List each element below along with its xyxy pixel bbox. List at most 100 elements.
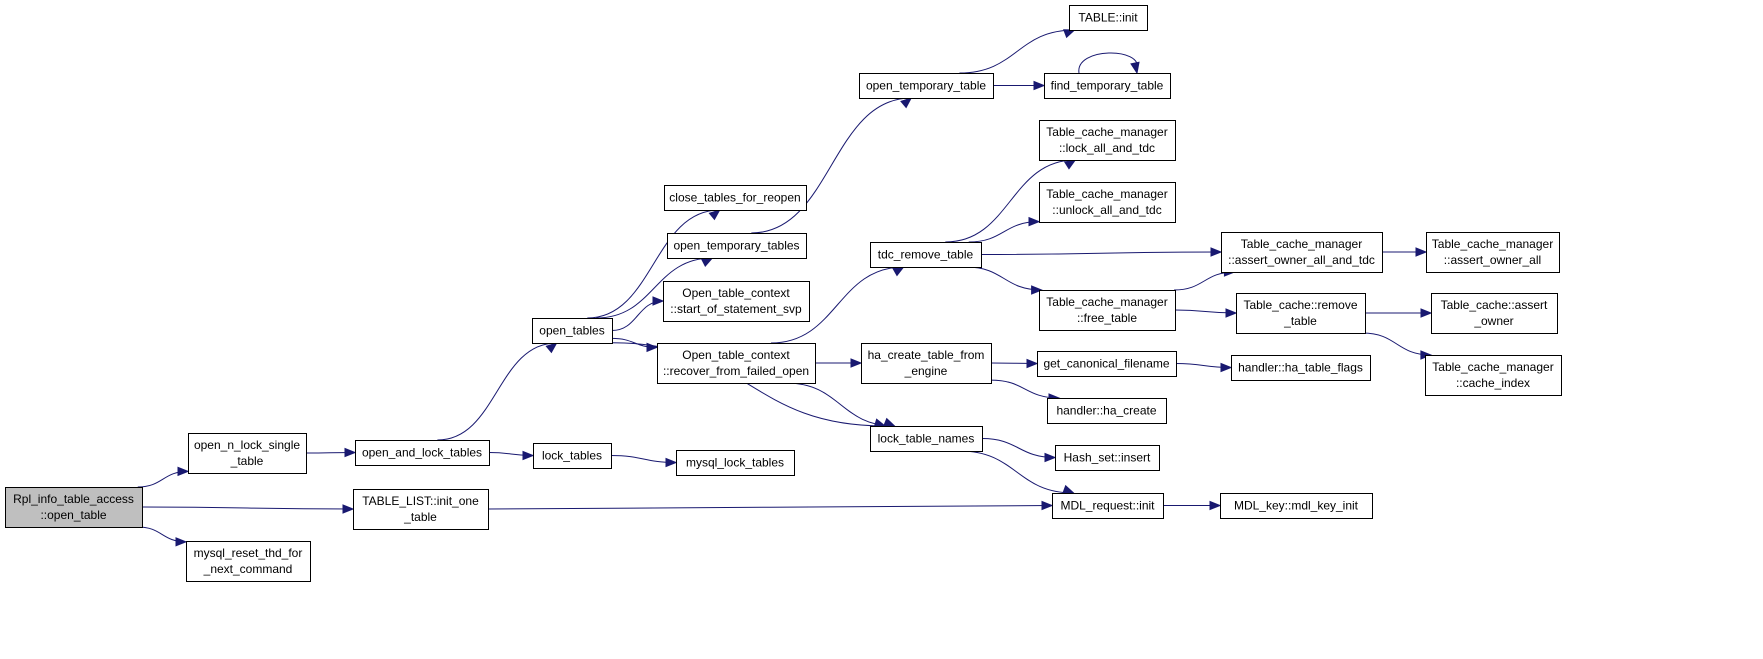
node-label: Table_cache_manager — [1046, 187, 1167, 201]
node-label: Open_table_context — [682, 348, 790, 362]
function-node-gcf[interactable]: get_canonical_filename — [1037, 351, 1177, 377]
function-node-tcmci[interactable]: Table_cache_manager::cache_index — [1425, 355, 1562, 396]
edge-tcmaoat-to-tcmaoa — [1382, 247, 1428, 257]
edge-ott-to-ti — [959, 29, 1076, 74]
node-box — [664, 185, 807, 211]
arrowhead — [175, 537, 188, 547]
edge-octr-to-hctf — [814, 358, 863, 368]
node-box — [663, 281, 810, 322]
function-node-hctf[interactable]: ha_create_table_from_engine — [861, 343, 992, 384]
node-box — [533, 443, 612, 469]
function-nodes: Rpl_info_table_access::open_table open_n_… — [5, 5, 1562, 582]
node-box — [870, 426, 983, 452]
node-box — [1055, 445, 1160, 471]
node-label: open_tables — [539, 324, 604, 338]
node-label: ::unlock_all_and_tdc — [1052, 203, 1161, 217]
node-label: Open_table_context — [682, 286, 790, 300]
edge-rpl-to-mrth — [138, 526, 188, 547]
arrowhead — [665, 457, 678, 468]
edge-ott-to-ftt — [992, 80, 1046, 91]
function-node-ti[interactable]: TABLE::init — [1069, 5, 1148, 31]
function-node-tcrt[interactable]: Table_cache::remove_table — [1236, 293, 1366, 334]
node-label: Hash_set::insert — [1064, 451, 1151, 465]
node-box — [353, 489, 489, 530]
function-node-ltn[interactable]: lock_table_names — [870, 426, 983, 452]
node-label: TABLE::init — [1078, 11, 1138, 25]
function-node-mrth[interactable]: mysql_reset_thd_for_next_command — [186, 541, 311, 582]
node-box — [870, 242, 982, 268]
node-box — [676, 450, 795, 476]
edge-octr-to-ltn — [786, 382, 896, 427]
arrowhead — [708, 209, 721, 221]
arrowhead — [1062, 484, 1075, 494]
function-node-octr[interactable]: Open_table_context::recover_from_failed_… — [657, 343, 816, 384]
arrowhead — [700, 257, 714, 268]
node-label: open_and_lock_tables — [362, 446, 482, 460]
node-label: handler::ha_table_flags — [1238, 361, 1363, 375]
arrowhead — [652, 296, 665, 306]
function-node-ott[interactable]: open_temporary_table — [859, 73, 994, 99]
edge-trt-to-tcmu — [968, 216, 1041, 243]
function-node-hhtf[interactable]: handler::ha_table_flags — [1231, 355, 1371, 381]
arrowhead — [1415, 247, 1428, 257]
function-node-oalt[interactable]: open_and_lock_tables — [355, 440, 490, 466]
node-box — [1039, 120, 1176, 161]
node-label: _table — [230, 454, 264, 468]
function-node-tcmft[interactable]: Table_cache_manager::free_table — [1039, 290, 1176, 331]
node-label: _engine — [904, 364, 948, 378]
edge-ot-to-ctfr — [587, 209, 721, 319]
function-node-mkmki[interactable]: MDL_key::mdl_key_init — [1220, 493, 1373, 519]
function-node-tlio[interactable]: TABLE_LIST::init_one_table — [353, 489, 489, 530]
edge-line — [945, 159, 1076, 243]
node-box — [1037, 351, 1177, 377]
function-node-onls[interactable]: open_n_lock_single_table — [188, 433, 307, 474]
function-node-trt[interactable]: tdc_remove_table — [870, 242, 982, 268]
arrowhead — [1044, 452, 1057, 463]
node-label: handler::ha_create — [1056, 404, 1156, 418]
function-node-hhc[interactable]: handler::ha_create — [1047, 398, 1167, 424]
arrowhead — [1033, 80, 1046, 91]
edge-line — [611, 300, 664, 331]
function-node-mri[interactable]: MDL_request::init — [1052, 493, 1164, 519]
edge-oalt-to-ot — [437, 342, 558, 441]
function-node-ot[interactable]: open_tables — [532, 318, 613, 344]
arrowhead — [1130, 61, 1140, 75]
node-box — [861, 343, 992, 384]
function-node-otts[interactable]: open_temporary_tables — [667, 233, 807, 259]
function-node-lt[interactable]: lock_tables — [533, 443, 612, 469]
arrowhead — [1028, 216, 1041, 227]
function-node-rpl[interactable]: Rpl_info_table_access::open_table — [5, 487, 143, 528]
node-box — [667, 233, 807, 259]
function-node-tcmu[interactable]: Table_cache_manager::unlock_all_and_tdc — [1039, 182, 1176, 223]
arrowhead — [1026, 358, 1039, 369]
node-box — [1039, 182, 1176, 223]
node-label: TABLE_LIST::init_one — [362, 494, 479, 508]
node-box — [1431, 293, 1558, 334]
arrowhead — [1225, 308, 1238, 318]
node-label: MDL_request::init — [1060, 499, 1155, 513]
function-node-tcml[interactable]: Table_cache_manager::lock_all_and_tdc — [1039, 120, 1176, 161]
edge-line — [487, 505, 1053, 510]
edge-trt-to-tcmft — [966, 266, 1043, 295]
function-node-ftt[interactable]: find_temporary_table — [1044, 73, 1171, 99]
edge-rpl-to-onls — [137, 466, 190, 488]
arrowhead — [522, 450, 535, 461]
function-node-mlt[interactable]: mysql_lock_tables — [676, 450, 795, 476]
edge-line — [770, 266, 904, 344]
node-label: ::assert_owner_all_and_tdc — [1228, 253, 1375, 267]
node-label: tdc_remove_table — [878, 248, 974, 262]
function-node-octs[interactable]: Open_table_context::start_of_statement_s… — [663, 281, 810, 322]
node-label: ::lock_all_and_tdc — [1059, 141, 1155, 155]
node-label: lock_table_names — [878, 432, 975, 446]
arrowhead — [883, 417, 896, 427]
function-node-tcmaoa[interactable]: Table_cache_manager::assert_owner_all — [1426, 232, 1560, 273]
node-box — [1052, 493, 1164, 519]
function-node-ctfr[interactable]: close_tables_for_reopen — [664, 185, 807, 211]
function-node-hsi[interactable]: Hash_set::insert — [1055, 445, 1160, 471]
node-box — [1044, 73, 1171, 99]
function-node-tcao[interactable]: Table_cache::assert_owner — [1431, 293, 1558, 334]
edge-tcrt-to-tcao — [1365, 308, 1433, 318]
function-node-tcmaoat[interactable]: Table_cache_manager::assert_owner_all_an… — [1221, 232, 1383, 273]
edge-tcmft-to-tcrt — [1174, 308, 1238, 318]
